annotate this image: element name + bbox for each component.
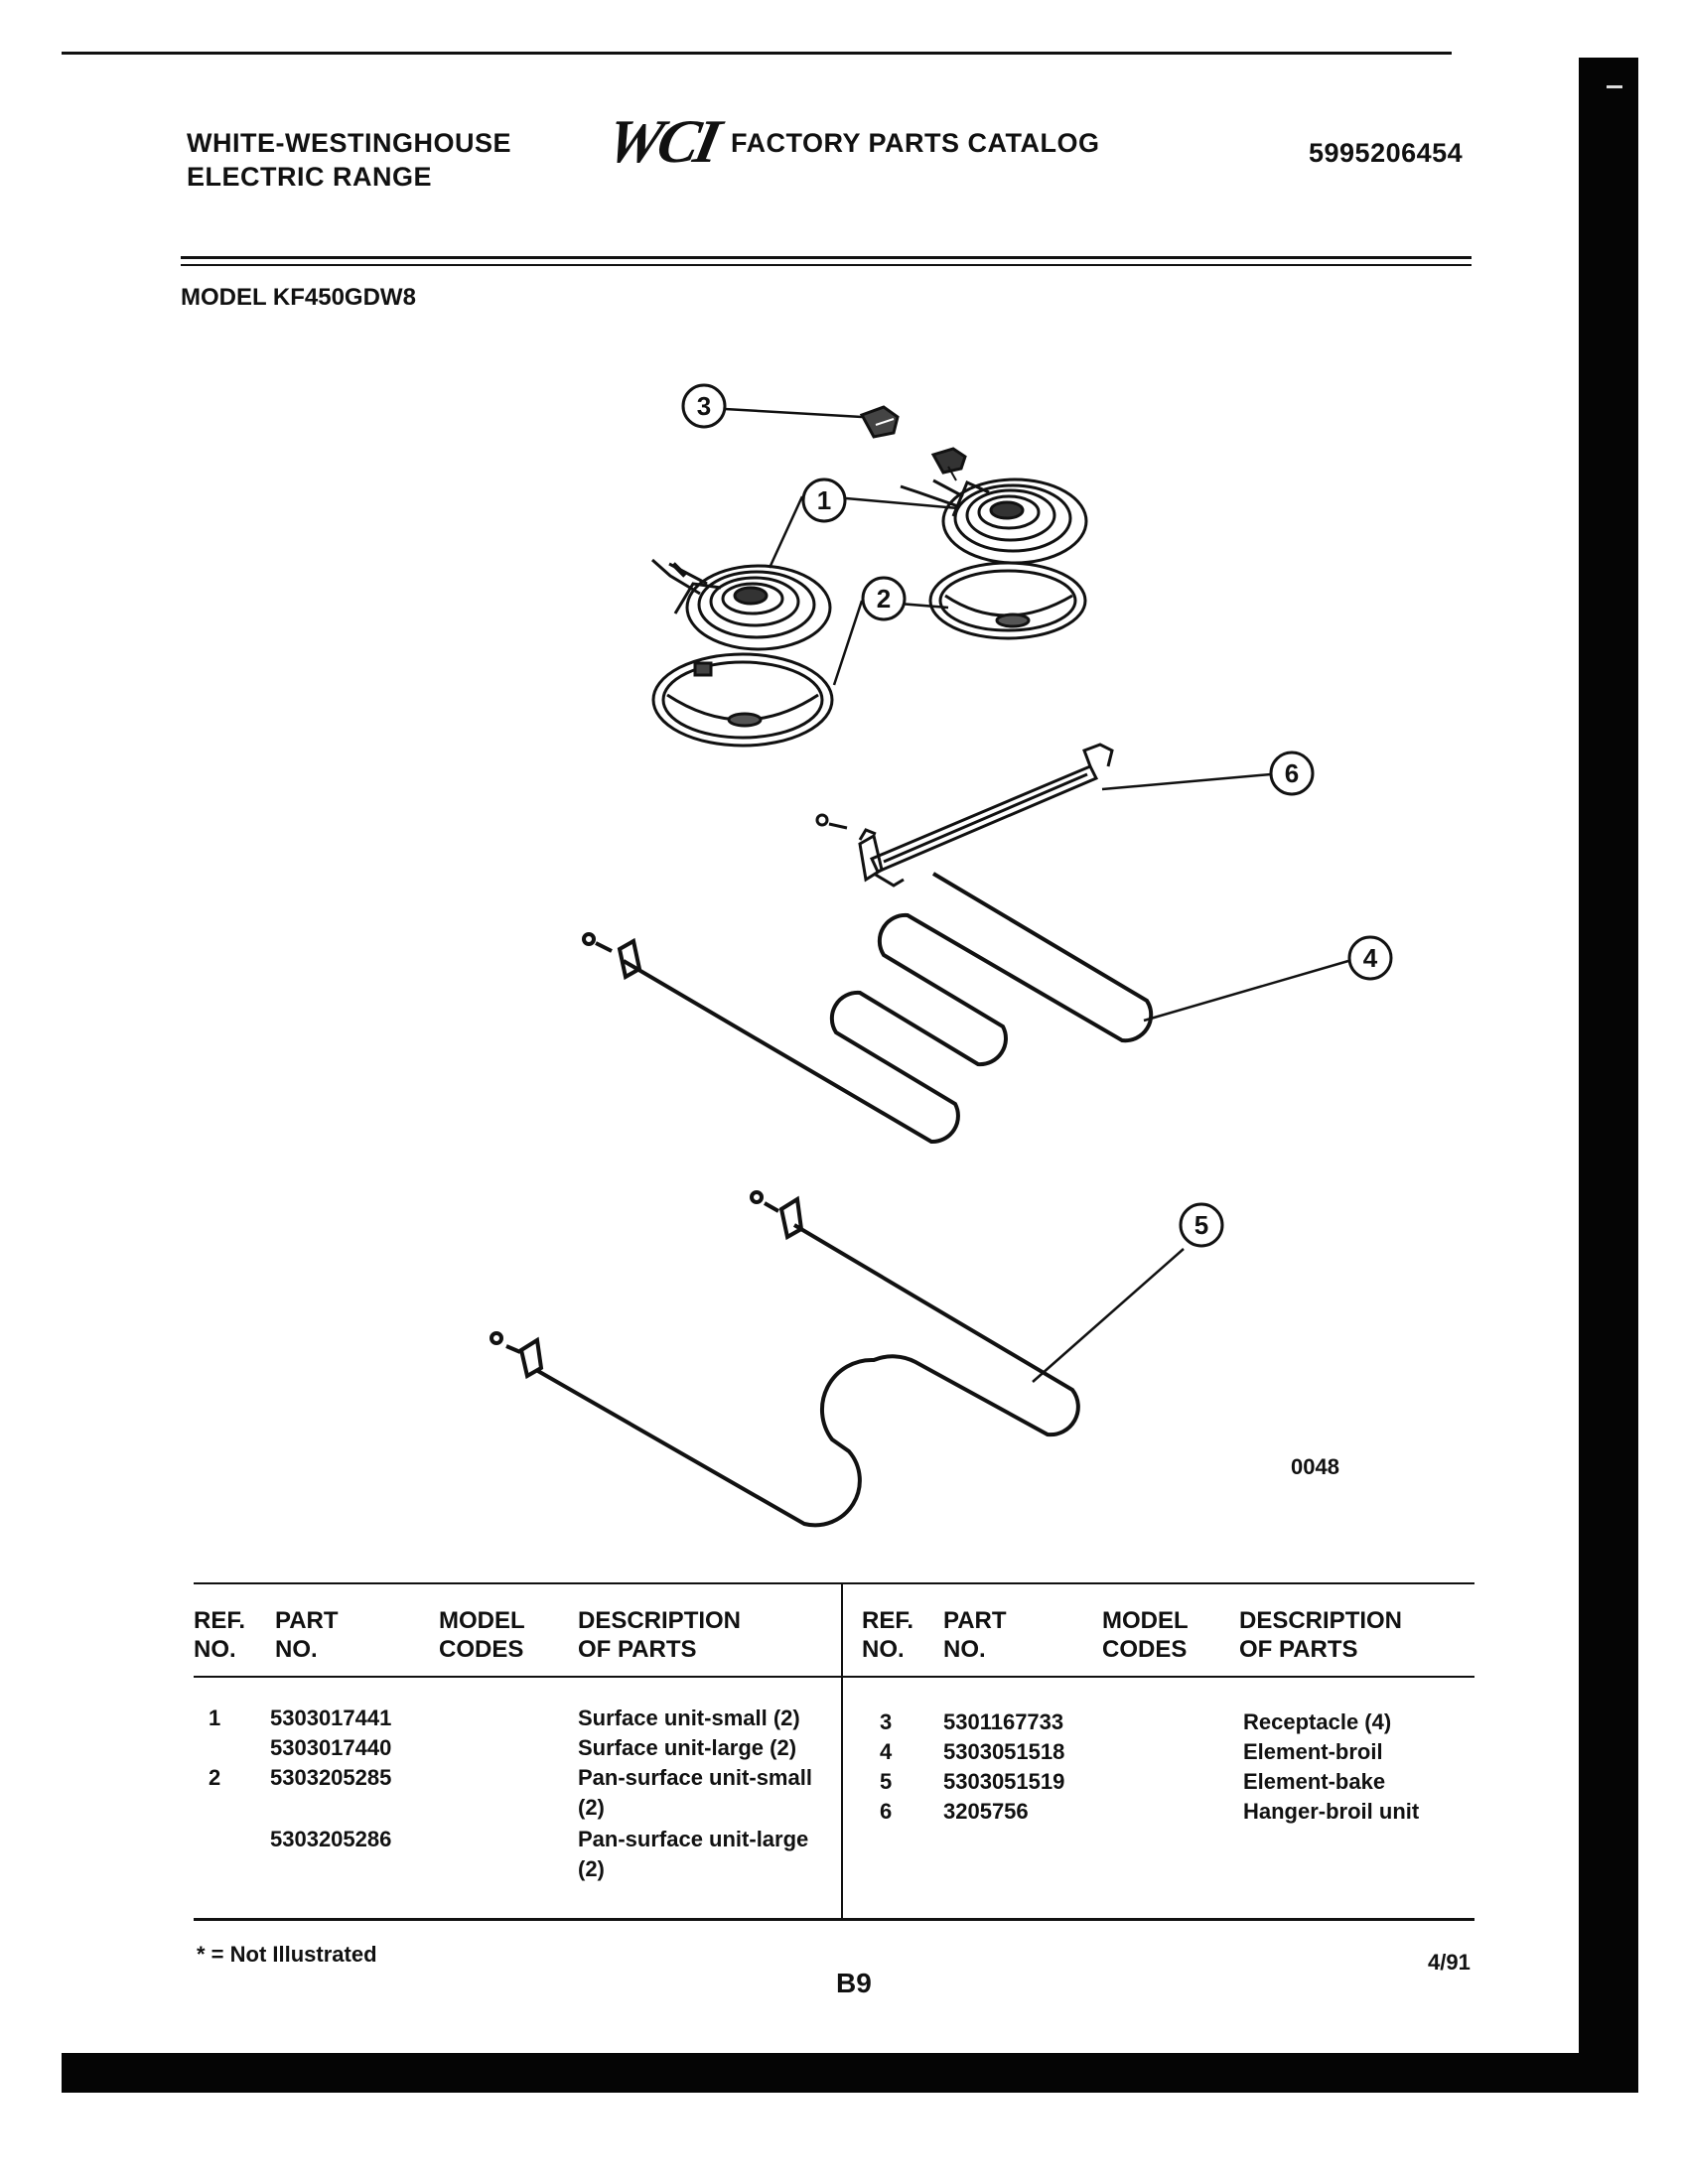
figure-code: 0048 [1291,1454,1339,1479]
brand-line-1: WHITE-WESTINGHOUSE [187,128,511,158]
surface-unit-small [651,558,832,651]
not-illustrated-note: * = Not Illustrated [197,1942,377,1967]
left-row-1-part: 5303017441 [270,1706,392,1730]
right-row-3-ref: 5 [880,1769,893,1794]
receptacle-part [859,405,967,481]
leader-lines [724,407,1349,1383]
catalog-number: 5995206454 [1309,138,1464,168]
callout-6: 6 [1285,758,1299,788]
right-row-3-part: 5303051519 [943,1769,1065,1794]
right-row-1-part: 5301167733 [943,1709,1064,1734]
bake-element [490,1190,1080,1528]
left-row-1-ref: 1 [209,1706,221,1730]
left-row-3-desc: Pan-surface unit-small (2) [578,1765,812,1820]
surface-unit-large [900,478,1088,565]
callout-2: 2 [877,584,891,614]
right-row-4-ref: 6 [880,1799,893,1824]
callout-6-circle [1269,751,1315,796]
callout-2-circle [861,576,907,621]
left-row-3-ref: 2 [209,1765,221,1790]
scan-edge-right [1579,58,1638,2093]
table-top-rule [194,1582,1474,1584]
table-bottom-rule [194,1918,1474,1921]
right-row-4-desc: Hanger-broil unit [1243,1799,1420,1824]
callout-5: 5 [1194,1210,1208,1240]
header-rule-1 [181,256,1472,259]
right-row-2-desc: Element-broil [1243,1739,1383,1764]
header-rule-2 [181,264,1472,266]
catalog-title: FACTORY PARTS CATALOG [731,128,1100,158]
revision-date: 4/91 [1428,1950,1471,1975]
callout-3: 3 [697,391,711,421]
right-row-3-desc: Element-bake [1243,1769,1386,1794]
pan-small [651,652,834,748]
callout-5-circle [1179,1202,1224,1248]
pan-large [928,561,1087,640]
left-row-4-desc: Pan-surface unit-large (2) [578,1827,809,1881]
callout-4-circle [1347,935,1393,981]
hanger-broil-unit [815,743,1114,887]
top-rule [62,52,1452,55]
brand-line-2: ELECTRIC RANGE [187,162,433,192]
callout-4: 4 [1363,943,1378,973]
table-divider [841,1582,843,1920]
callout-3-circle [681,383,727,429]
left-row-2-desc: Surface unit-large (2) [578,1735,797,1760]
left-row-1-desc: Surface unit-small (2) [578,1706,800,1730]
table-header-rule [194,1676,1474,1678]
right-row-4-part: 3205756 [943,1799,1029,1824]
left-row-3-part: 5303205285 [270,1765,392,1790]
col-ref-left: REF.NO. [194,1607,246,1663]
left-row-2-part: 5303017440 [270,1735,392,1760]
scan-edge-bottom [62,2053,1638,2093]
right-row-2-ref: 4 [880,1739,893,1764]
right-row-1-desc: Receptacle (4) [1243,1709,1392,1734]
col-ref-right: REF.NO. [862,1607,914,1663]
page-number: B9 [836,1968,872,1998]
model-label: MODEL KF450GDW8 [181,284,416,311]
scan-edge-mark [1607,85,1622,88]
right-row-1-ref: 3 [880,1709,893,1734]
left-row-4-part: 5303205286 [270,1827,392,1851]
broil-element [582,872,1154,1145]
right-row-2-part: 5303051518 [943,1739,1065,1764]
parts-diagram: 3 1 2 6 4 5 0048 [490,383,1393,1528]
callout-1-circle [801,478,847,523]
callout-1: 1 [817,485,831,515]
